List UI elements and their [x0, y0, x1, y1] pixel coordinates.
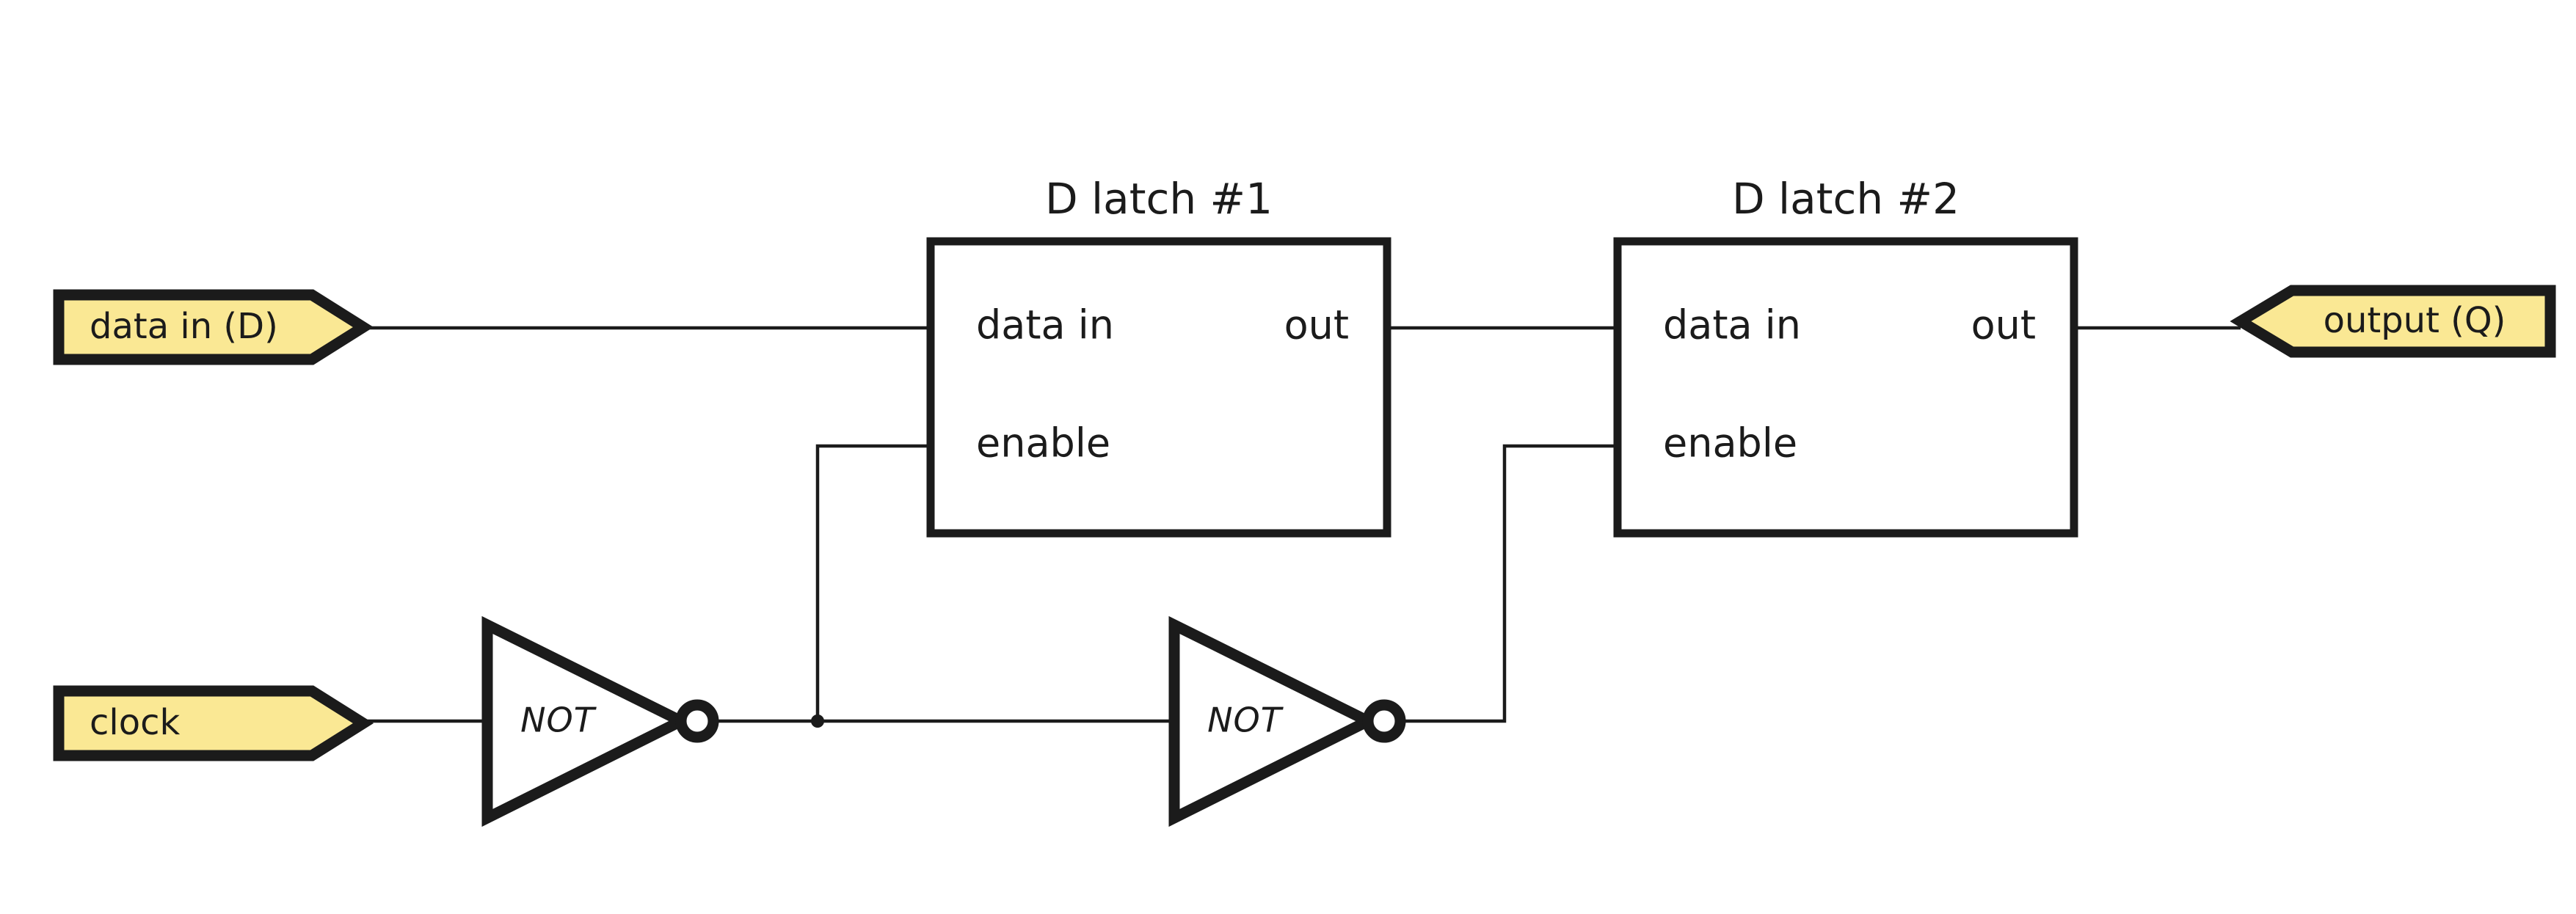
d-latch-2-block[interactable]: D latch #2 data in out enable — [1613, 174, 2078, 538]
input-flag-data-in-label: data in (D) — [90, 306, 278, 347]
d-latch-2-port-out-label: out — [1971, 302, 2036, 348]
not-gate-1-triangle[interactable] — [481, 615, 694, 827]
not-gate-1-label: NOT — [520, 701, 597, 740]
d-latch-1-port-enable-label: enable — [976, 420, 1110, 467]
input-flag-data-in[interactable]: data in (D) — [53, 289, 374, 365]
d-latch-2-port-enable-label: enable — [1663, 420, 1797, 467]
output-flag-q[interactable]: output (Q) — [2230, 285, 2556, 358]
output-flag-q-shape[interactable] — [2230, 285, 2556, 358]
not-gate-2-triangle[interactable] — [1168, 615, 1380, 827]
d-latch-1-port-data-in-label: data in — [976, 302, 1114, 348]
wire-junction-to-latch1-enable — [815, 444, 931, 721]
input-flag-data-in-shape[interactable] — [53, 289, 374, 365]
d-latch-1-block[interactable]: D latch #1 data in out enable — [926, 174, 1391, 538]
d-latch-1-title: D latch #1 — [1045, 174, 1273, 224]
d-latch-2-port-data-in-label: data in — [1663, 302, 1801, 348]
input-flag-clock[interactable]: clock — [53, 685, 374, 761]
output-flag-q-label: output (Q) — [2324, 300, 2506, 341]
not-gate-2-inversion-bubble-icon — [1362, 699, 1406, 743]
not-gate-2-label: NOT — [1207, 701, 1284, 740]
d-latch-2-box[interactable] — [1613, 237, 2078, 538]
wire-layer — [363, 326, 2241, 723]
wire-not-gate-2-to-latch2-enable — [1400, 444, 1618, 723]
d-latch-1-box[interactable] — [926, 237, 1391, 538]
d-latch-2-title: D latch #2 — [1732, 174, 1960, 224]
clock-branch-junction-dot — [811, 714, 824, 728]
d-latch-1-port-out-label: out — [1284, 302, 1349, 348]
not-gate-1[interactable]: NOT — [481, 615, 719, 827]
input-flag-clock-shape[interactable] — [53, 685, 374, 761]
not-gate-2[interactable]: NOT — [1168, 615, 1406, 827]
not-gate-1-inversion-bubble-icon — [675, 699, 719, 743]
input-flag-clock-label: clock — [90, 702, 180, 743]
